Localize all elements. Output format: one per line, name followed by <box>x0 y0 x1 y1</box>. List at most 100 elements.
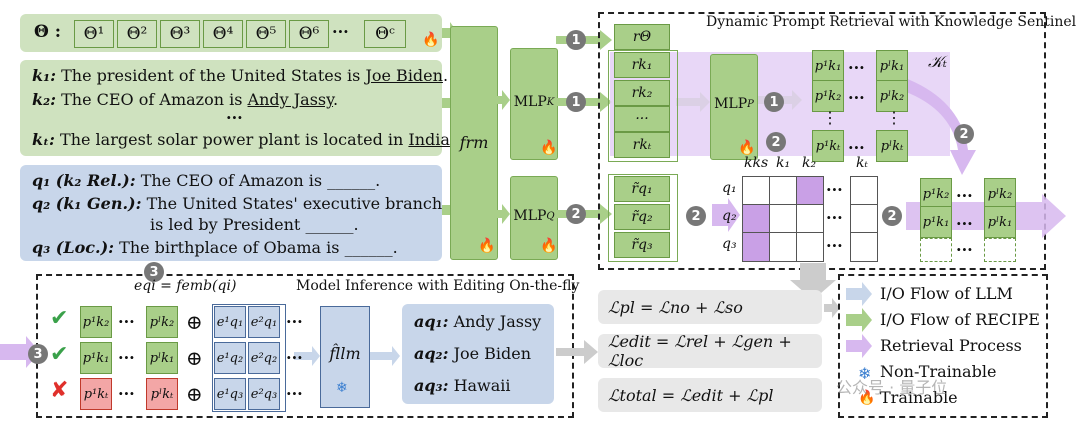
answers-box <box>402 304 554 404</box>
rq-cell: r̃q₂ <box>614 204 670 230</box>
knowledge-box <box>20 60 442 156</box>
inf-p-cell-wrong: p¹kₜ <box>80 378 112 410</box>
answer-item: aq₃: Hawaii <box>414 376 511 395</box>
inf-p-cell: p¹k₁ <box>80 342 112 374</box>
theta-cell: Θ⁶ <box>289 20 329 48</box>
knowledge-dots: ··· <box>226 108 243 127</box>
grid-cell <box>769 176 797 206</box>
rq-column-frame <box>608 174 678 262</box>
grid-cell-match <box>742 232 770 262</box>
p-cell: p¹kₜ <box>812 130 844 162</box>
inference-title: Model Inference with Editing On-the-fly <box>296 278 580 294</box>
out-p-cell: pˡk₁ <box>984 206 1016 238</box>
embed-frame <box>212 304 286 412</box>
embed-cell: e²q₁ <box>248 306 280 338</box>
query-item: q₁ (k₂ Rel.): The CEO of Amazon is _____… <box>32 171 381 190</box>
llm-module <box>320 306 370 408</box>
fire-icon: 🔥 <box>858 390 876 406</box>
p-dots: ··· <box>848 58 865 77</box>
inf-p-cell: p¹k₂ <box>80 306 112 338</box>
fire-icon: 🔥 <box>540 238 558 254</box>
step-3-badge: 3 <box>28 344 48 364</box>
legend-item: I/O Flow of LLM <box>880 284 1013 303</box>
out-dots: ··· <box>956 186 973 205</box>
r-k1-cell: rk₁ <box>614 52 670 78</box>
legend-panel <box>838 274 1048 418</box>
inf-p-cell: pˡk₁ <box>146 342 178 374</box>
theta-cell: Θ⁴ <box>203 20 243 48</box>
concat-symbol: ⊕ <box>186 382 203 406</box>
embed-cell: e²q₂ <box>248 342 280 374</box>
step-3-badge: 3 <box>144 262 164 282</box>
query-item-cont: is led by President ______. <box>150 215 359 234</box>
snowflake-icon: ❄ <box>858 364 872 383</box>
grid-cell <box>850 176 878 206</box>
fire-icon: 🔥 <box>422 32 440 48</box>
embedding-equation: eqi = femb(qi) <box>134 278 237 294</box>
loss-edit: ℒedit = ℒrel + ℒgen + ℒloc <box>598 332 822 370</box>
step-1-badge: 1 <box>566 92 586 112</box>
step-2-badge: 2 <box>566 204 586 224</box>
out-p-cell: p¹k₂ <box>920 178 952 210</box>
concat-symbol: ⊕ <box>186 346 203 370</box>
grid-cell <box>742 176 770 206</box>
retrieval-title: Dynamic Prompt Retrieval with Knowledge … <box>706 14 1077 30</box>
rq-cell: r̃q₃ <box>614 232 670 258</box>
step-2-badge: 2 <box>954 124 974 144</box>
embed-cell: e²q₃ <box>248 378 280 410</box>
frm-label: frm <box>459 132 489 152</box>
p-cell: pˡk₂ <box>876 80 908 112</box>
loss-pl: ℒpl = ℒno + ℒso <box>598 290 822 324</box>
check-icon: ✔ <box>50 306 69 331</box>
grid-col-label: k₁ <box>776 155 791 171</box>
step-2-badge: 2 <box>686 206 706 226</box>
legend-item: Retrieval Process <box>880 336 1022 355</box>
grid-dots: ··· <box>826 236 843 255</box>
p-dots: ⋮ <box>886 108 902 127</box>
out-dots: ··· <box>956 214 973 233</box>
embed-cell: e¹q₂ <box>214 342 246 374</box>
r-theta-cell: rΘ <box>614 24 670 50</box>
mlp-p-module <box>710 54 758 160</box>
out-p-cell: p¹k₁ <box>920 206 952 238</box>
inf-dots: ··· <box>286 312 303 331</box>
snowflake-icon: ❄ <box>336 380 348 396</box>
grid-cell <box>769 232 797 262</box>
p-cell: pˡk₁ <box>876 50 908 82</box>
rq-cell: r̃q₁ <box>614 176 670 202</box>
theta-cell: Θ¹ <box>74 20 114 48</box>
theta-cell: Θ⁵ <box>246 20 286 48</box>
r-column-frame <box>608 50 678 162</box>
grid-col-label: k₂ <box>802 155 817 171</box>
query-item: q₂ (k₁ Gen.): The United States' executi… <box>32 194 443 213</box>
knowledge-item: kₜ: The largest solar power plant is loc… <box>32 130 455 149</box>
llm-label: f̂llm <box>329 343 361 363</box>
queries-box <box>20 165 442 261</box>
query-item: q₃ (Loc.): The birthplace of Obama is __… <box>32 238 398 257</box>
theta-label: Θ : <box>34 22 62 42</box>
kt-set-label: 𝒦ₜ <box>928 52 947 71</box>
grid-row-label: q₂ <box>722 208 737 224</box>
step-1-badge: 1 <box>566 30 586 50</box>
grid-cell <box>850 232 878 262</box>
step-2-badge: 2 <box>882 206 902 226</box>
concat-symbol: ⊕ <box>186 310 203 334</box>
r-dots-cell: ··· <box>614 106 670 132</box>
inf-p-cell: pˡk₂ <box>146 306 178 338</box>
theta-cell: Θᶜ <box>364 20 406 48</box>
out-p-empty <box>984 238 1016 262</box>
embed-cell: e¹q₁ <box>214 306 246 338</box>
out-dots: ··· <box>956 240 973 259</box>
out-p-cell: pˡk₂ <box>984 178 1016 210</box>
grid-cell <box>796 232 824 262</box>
inf-dots: ··· <box>286 384 303 403</box>
grid-col-label: kks <box>744 155 769 171</box>
theta-dots: ··· <box>332 22 349 41</box>
theta-cell: Θ³ <box>160 20 200 48</box>
grid-row-label: q₃ <box>722 236 737 252</box>
check-icon: ✔ <box>50 342 69 367</box>
grid-dots: ··· <box>826 180 843 199</box>
